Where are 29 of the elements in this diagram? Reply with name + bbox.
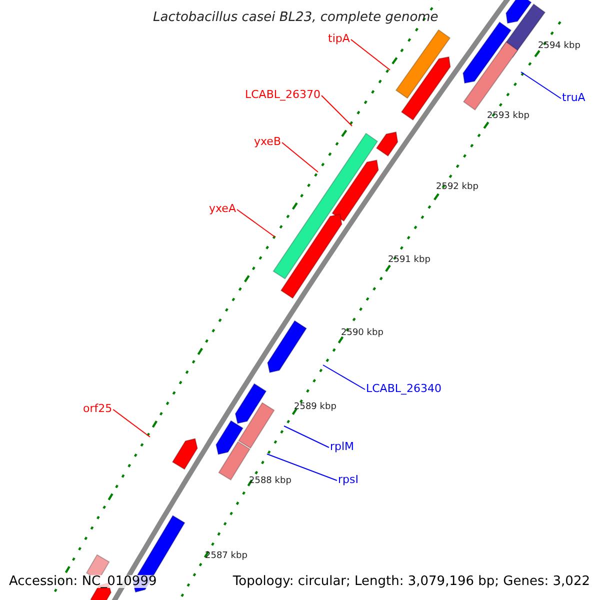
gene-label: LCABL_26340 [366, 383, 442, 394]
scale-label: 2593 kbp [487, 112, 530, 121]
scale-label: 2588 kbp [249, 477, 292, 486]
gene-label: yxeA [209, 203, 236, 214]
gene-label: truA [562, 92, 586, 103]
leader-line [112, 409, 150, 438]
leader-line [284, 426, 330, 448]
scale-label: 2590 kbp [341, 329, 384, 338]
leader-line [266, 454, 338, 481]
leader-line [350, 39, 390, 70]
scale-label: 2587 kbp [205, 552, 248, 561]
leader-line [282, 142, 318, 172]
leader-line [520, 72, 562, 99]
leader-line [321, 95, 352, 126]
accession-note: Accession: NC_010999 [9, 575, 157, 588]
scale-label: 2589 kbp [294, 403, 336, 412]
gene-label: LCABL_26370 [245, 89, 321, 100]
gene-label: rplM [330, 441, 354, 452]
leader-line [322, 364, 366, 390]
gene-label: orf25 [83, 403, 112, 414]
genome-summary: Topology: circular; Length: 3,079,196 bp; Genes: 3,022 [232, 575, 590, 588]
gene-label: yxeB [254, 136, 281, 147]
scale-label: 2592 kbp [436, 183, 478, 192]
scale-label: 2591 kbp [388, 256, 430, 265]
gene-label: rpsI [338, 474, 358, 485]
gene-label: tipA [328, 33, 350, 44]
scale-label: 2594 kbp [538, 42, 580, 51]
leader-line [236, 209, 276, 238]
title: Lactobacillus casei BL23, complete genome [153, 11, 438, 24]
